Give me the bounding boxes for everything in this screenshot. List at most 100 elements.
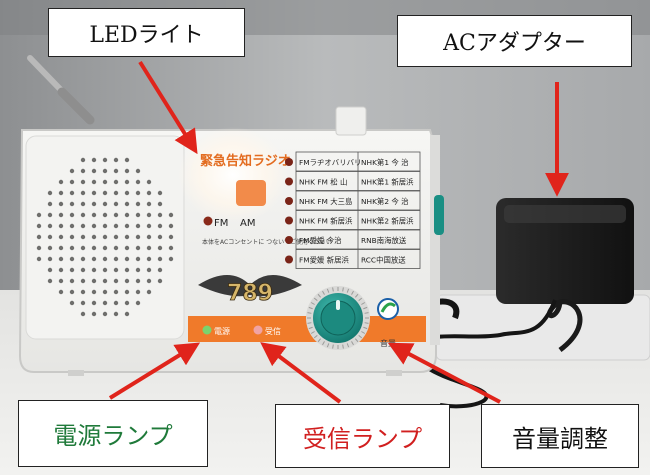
speaker-hole: [47, 256, 53, 262]
speaker-hole: [124, 278, 130, 284]
speaker-hole: [80, 223, 86, 229]
station-indicator: [285, 177, 293, 186]
speaker-hole: [80, 278, 86, 284]
speaker-hole: [102, 190, 108, 196]
speaker-hole: [135, 300, 141, 306]
speaker-hole: [69, 223, 75, 229]
logo-789: 789: [198, 275, 302, 306]
speaker-hole: [135, 201, 141, 207]
speaker-hole: [124, 223, 130, 229]
speaker-hole: [102, 234, 108, 240]
arrow-receive: [260, 342, 342, 404]
speaker-hole: [36, 234, 42, 240]
speaker-hole: [47, 190, 53, 196]
arrow-volume: [387, 342, 501, 404]
speaker-hole: [157, 190, 163, 196]
speaker-hole: [47, 223, 53, 229]
svg-text:789: 789: [227, 281, 273, 306]
speaker-hole: [102, 157, 108, 163]
speaker-hole: [36, 212, 42, 218]
speaker-hole: [58, 201, 64, 207]
speaker-hole: [135, 289, 141, 295]
speaker-hole: [58, 190, 64, 196]
speaker-hole: [69, 168, 75, 174]
speaker-hole: [124, 289, 130, 295]
speaker-hole: [124, 300, 130, 306]
speaker-hole: [58, 289, 64, 295]
speaker-hole: [146, 256, 152, 262]
speaker-hole: [102, 267, 108, 273]
speaker-hole: [36, 245, 42, 251]
speaker-hole: [113, 300, 119, 306]
station-name-right: NHK第1 今 治: [361, 158, 409, 167]
speaker-hole: [69, 289, 75, 295]
station-name-right: NHK第1 新居浜: [361, 178, 414, 187]
callout-ac-adapter-text: ACアダプター: [443, 31, 586, 56]
speaker-hole: [80, 256, 86, 262]
speaker-hole: [69, 201, 75, 207]
speaker-hole: [80, 190, 86, 196]
speaker-hole: [58, 179, 64, 185]
speaker-hole: [102, 168, 108, 174]
speaker-hole: [102, 278, 108, 284]
speaker-hole: [36, 256, 42, 262]
speaker-hole: [124, 157, 130, 163]
antenna: [27, 55, 95, 125]
speaker-hole: [113, 212, 119, 218]
station-name-left: FM愛媛 新居浜: [299, 256, 350, 265]
speaker-hole: [157, 267, 163, 273]
speaker-hole: [157, 278, 163, 284]
speaker-hole: [80, 201, 86, 207]
speaker-hole: [69, 278, 75, 284]
speaker-hole: [113, 168, 119, 174]
callout-volume-text: 音量調整: [512, 424, 608, 453]
usage-note: 本体をACコンセントに つないでご使用ください: [202, 238, 332, 246]
speaker-hole: [146, 223, 152, 229]
speaker-hole: [135, 278, 141, 284]
speaker-hole: [157, 256, 163, 262]
speaker-hole: [80, 179, 86, 185]
speaker-hole: [80, 311, 86, 317]
speaker-hole: [135, 267, 141, 273]
station-indicator: [285, 216, 293, 225]
speaker-hole: [168, 234, 174, 240]
station-name-right: NHK第2 新居浜: [361, 217, 414, 226]
speaker-hole: [91, 256, 97, 262]
speaker-hole: [47, 245, 53, 251]
speaker-hole: [102, 201, 108, 207]
speaker-hole: [135, 212, 141, 218]
speaker-hole: [124, 190, 130, 196]
speaker-hole: [58, 234, 64, 240]
volume-knob[interactable]: [306, 286, 370, 350]
callout-volume: 音量調整: [481, 404, 639, 468]
speaker-hole: [113, 278, 119, 284]
ac-adapter: [415, 198, 650, 409]
speaker-hole: [91, 212, 97, 218]
speaker-grille: [36, 157, 174, 317]
svg-text:電源: 電源: [214, 327, 230, 336]
speaker-hole: [91, 289, 97, 295]
speaker-hole: [146, 212, 152, 218]
station-name-right: RCC中国放送: [361, 256, 406, 265]
speaker-hole: [135, 256, 141, 262]
speaker-hole: [113, 311, 119, 317]
speaker-hole: [168, 223, 174, 229]
speaker-hole: [113, 289, 119, 295]
speaker-hole: [113, 245, 119, 251]
speaker-hole: [80, 212, 86, 218]
brand-label: 緊急告知ラジオ: [200, 153, 291, 169]
speaker-hole: [102, 245, 108, 251]
speaker-hole: [80, 300, 86, 306]
speaker-hole: [168, 256, 174, 262]
speaker-hole: [102, 300, 108, 306]
speaker-hole: [91, 201, 97, 207]
callout-receive-lamp-text: 受信ランプ: [302, 424, 423, 453]
speaker-hole: [69, 267, 75, 273]
speaker-hole: [124, 212, 130, 218]
station-name-right: NHK第2 今 治: [361, 197, 409, 206]
speaker-hole: [58, 267, 64, 273]
speaker-hole: [91, 300, 97, 306]
speaker-hole: [168, 245, 174, 251]
speaker-hole: [157, 212, 163, 218]
speaker-hole: [69, 300, 75, 306]
